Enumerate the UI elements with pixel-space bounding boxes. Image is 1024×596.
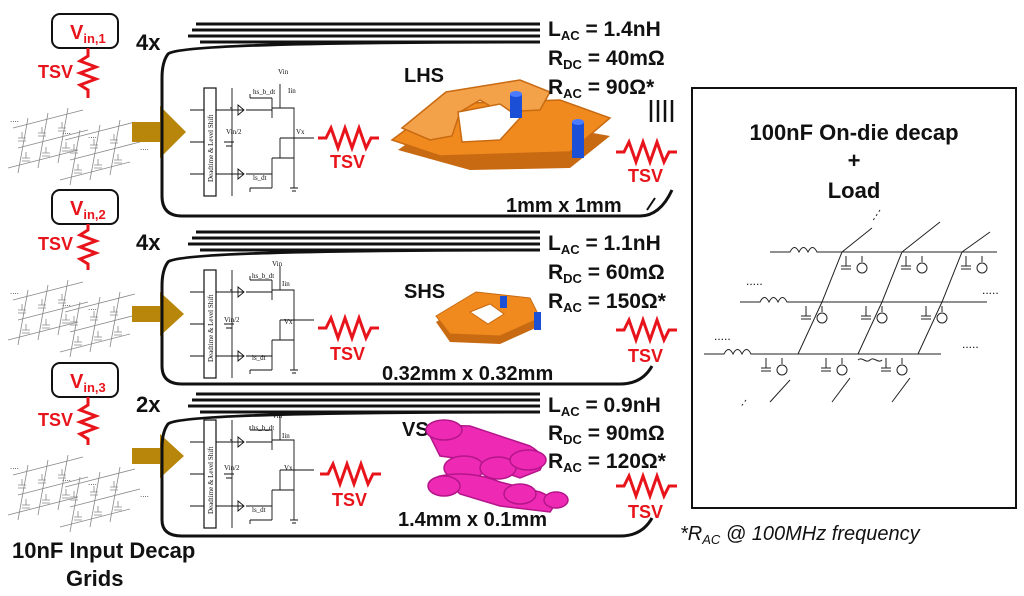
svg-text:Iin: Iin	[282, 280, 290, 288]
stage-lhs-size: 1mm x 1mm	[506, 195, 622, 217]
stage-shs-specs: LAC = 1.1nH RDC = 60mΩ RAC = 150Ω*	[548, 232, 667, 315]
svg-text:LAC = 1.1nH: LAC = 1.1nH	[548, 232, 661, 257]
stage-vs-name: VS	[402, 419, 429, 441]
stage-vs-tsv-out: TSV	[628, 502, 663, 522]
input-decap-grid-3	[7, 454, 150, 533]
stage-vs: 2x Vin Iin Vx Vin/2 hs_b_dt ls_dt Deadti…	[136, 392, 679, 538]
stage-lhs-tsv-out: TSV	[628, 166, 663, 186]
stage-shs-name: SHS	[404, 281, 445, 303]
stage-lhs: 4x Vin Iin Vx Vin/2 hs_b_dt ls_dt Deadti…	[136, 18, 679, 218]
svg-text:Vin,1: Vin,1	[70, 22, 106, 46]
vin-box-3: Vin,3	[51, 362, 119, 398]
svg-text:Vx: Vx	[284, 318, 293, 326]
svg-text:Deadtime & Level Shift: Deadtime & Level Shift	[207, 446, 215, 514]
load-grid	[704, 209, 997, 409]
tsv-label-in-2: TSV	[38, 234, 73, 254]
footnote: *RAC @ 100MHz frequency	[680, 523, 921, 547]
stage-shs-multiplier: 4x	[136, 230, 161, 255]
tsv-label-in-1: TSV	[38, 62, 73, 82]
stage-vs-multiplier: 2x	[136, 392, 161, 417]
svg-text:Vin/2: Vin/2	[224, 316, 240, 324]
stage-shs: 4x Vin Iin Vx Vin/2 hs_b_dt ls_dt Deadti…	[136, 230, 679, 386]
svg-text:ls_dt: ls_dt	[252, 354, 266, 362]
stage-vs-size: 1.4mm x 0.1mm	[398, 509, 547, 531]
load-dots-4: .....	[962, 337, 979, 351]
load-dots-1: .....	[746, 274, 763, 288]
input-caption-line2: Grids	[66, 566, 123, 591]
parallel-bars	[649, 100, 674, 122]
vin-box-1: Vin,1	[51, 13, 119, 49]
load-title-line2: +	[848, 148, 861, 173]
stage-lhs-name: LHS	[404, 65, 444, 87]
svg-text:Deadtime & Level Shift: Deadtime & Level Shift	[207, 294, 215, 362]
stage-lhs-inductor-3d	[390, 79, 612, 170]
svg-text:Vin/2: Vin/2	[224, 464, 240, 472]
input-arrows	[132, 106, 186, 478]
input-decap-grid-1	[7, 107, 150, 186]
svg-text:Vin: Vin	[272, 412, 283, 420]
svg-text:Vin/2: Vin/2	[226, 128, 242, 136]
stage-shs-tsv-mid: TSV	[330, 344, 365, 364]
svg-text:hs_b_dt: hs_b_dt	[252, 424, 274, 432]
load-title-line1: 100nF On-die decap	[749, 120, 958, 145]
stage-vs-inductor-3d	[425, 419, 569, 513]
svg-text:hs_b_dt: hs_b_dt	[252, 272, 274, 280]
svg-text:hs_b_dt: hs_b_dt	[253, 88, 275, 96]
stage-vs-tsv-mid: TSV	[332, 490, 367, 510]
svg-text:Iin: Iin	[282, 432, 290, 440]
tsv-label-in-3: TSV	[38, 410, 73, 430]
svg-text:Vin: Vin	[272, 260, 283, 268]
stage-shs-tsv-out: TSV	[628, 346, 663, 366]
load-dots-2: .....	[714, 329, 731, 343]
svg-text:RAC = 120Ω*: RAC = 120Ω*	[548, 450, 667, 475]
svg-text:Vin: Vin	[278, 68, 289, 76]
svg-text:RDC = 60mΩ: RDC = 60mΩ	[548, 261, 665, 286]
svg-text:LAC = 0.9nH: LAC = 0.9nH	[548, 394, 661, 419]
load-box: 100nF On-die decap + Load	[691, 87, 1017, 509]
svg-text:ls_dt: ls_dt	[252, 506, 266, 514]
input-decap-grid-2	[7, 279, 150, 358]
stage-lhs-specs: LAC = 1.4nH RDC = 40mΩ RAC = 90Ω*	[548, 18, 665, 101]
svg-text:Vin,2: Vin,2	[70, 198, 106, 222]
svg-text:RDC = 40mΩ: RDC = 40mΩ	[548, 47, 665, 72]
svg-text:Vin,3: Vin,3	[70, 371, 106, 395]
svg-text:Iin: Iin	[288, 87, 296, 95]
load-dots-3: .....	[982, 283, 999, 297]
tsv-vertical-resistors	[75, 48, 101, 445]
svg-text:RAC = 90Ω*: RAC = 90Ω*	[548, 76, 655, 101]
stage-vs-specs: LAC = 0.9nH RDC = 90mΩ RAC = 120Ω*	[548, 394, 667, 475]
vin-box-2: Vin,2	[51, 189, 119, 225]
svg-text:ls_dt: ls_dt	[253, 174, 267, 182]
stage-lhs-multiplier: 4x	[136, 30, 161, 55]
input-section: Vin,1 Vin,2 Vin,3 TSV TSV TSV 10nF In	[7, 13, 195, 591]
load-title-line3: Load	[828, 178, 881, 203]
svg-text:Vx: Vx	[284, 464, 293, 472]
svg-text:RDC = 90mΩ: RDC = 90mΩ	[548, 422, 665, 447]
svg-text:RAC = 150Ω*: RAC = 150Ω*	[548, 290, 667, 315]
svg-text:LAC = 1.4nH: LAC = 1.4nH	[548, 18, 661, 43]
svg-text:Vx: Vx	[296, 128, 305, 136]
stage-lhs-tsv-mid: TSV	[330, 152, 365, 172]
stage-shs-size: 0.32mm x 0.32mm	[382, 363, 553, 385]
stage-shs-inductor-3d	[435, 291, 541, 344]
svg-text:Deadtime & Level Shift: Deadtime & Level Shift	[207, 114, 215, 182]
input-caption-line1: 10nF Input Decap	[12, 538, 195, 563]
